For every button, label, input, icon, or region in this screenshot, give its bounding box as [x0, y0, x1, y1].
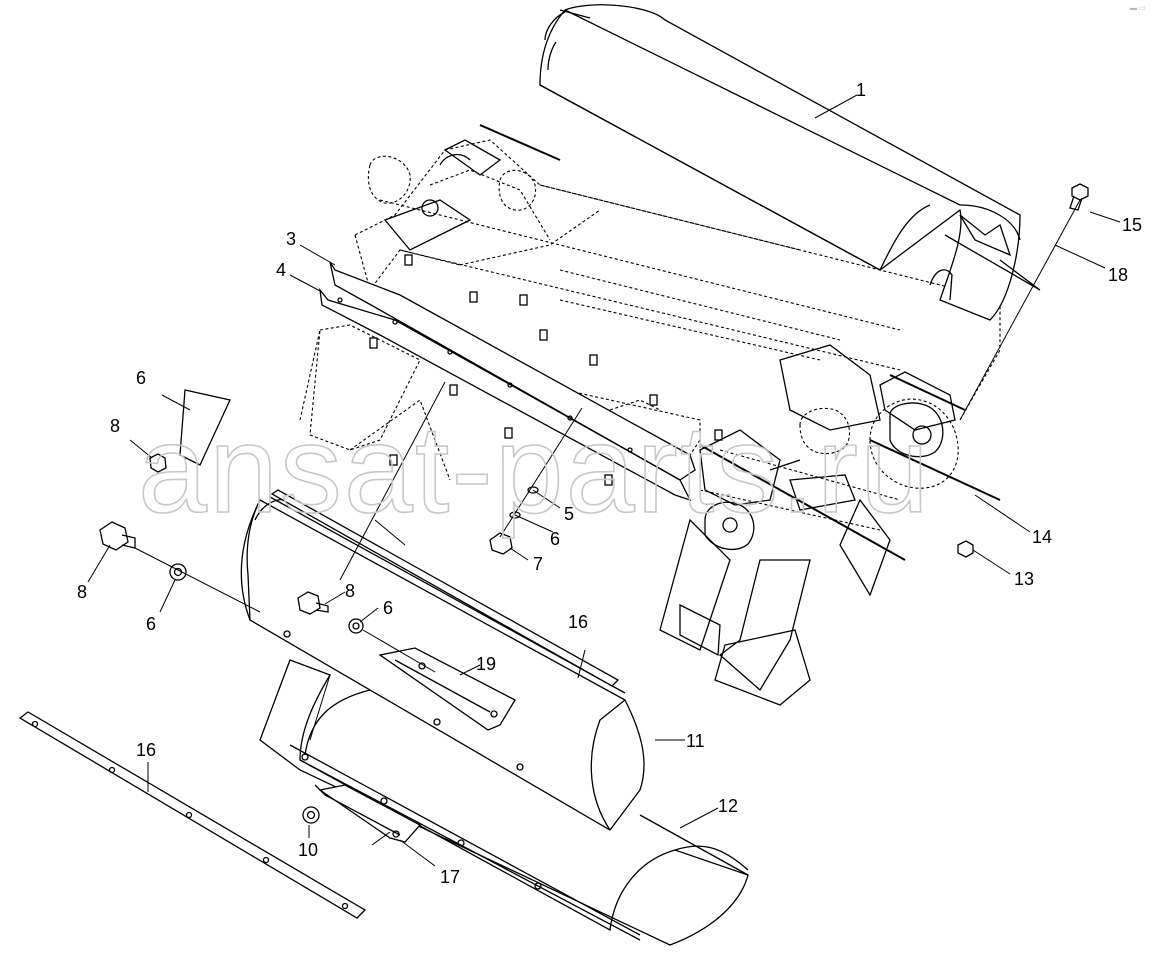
callout-14: 14	[1032, 527, 1052, 547]
nut-10	[302, 806, 320, 824]
bolt-15	[1069, 183, 1089, 211]
callout-15: 15	[1122, 215, 1142, 235]
frame-hole	[421, 199, 439, 217]
corner-mark: ▬ ▭	[1130, 5, 1146, 12]
nut-13	[957, 540, 974, 558]
main-frame-assembly	[299, 139, 1001, 531]
callout-8-upper: 8	[110, 416, 120, 436]
watermark-text: ansat-parts.ru	[138, 401, 931, 539]
part-3-strip	[329, 261, 696, 481]
callout-labels: 1 3 4 5 6 6 6 6 7 8 8 8 10 11 12 13 14 1…	[77, 80, 1142, 887]
callout-8-middle: 8	[345, 581, 355, 601]
part-1-top-cover	[539, 4, 1041, 321]
callout-10: 10	[298, 840, 318, 860]
callout-13: 13	[1014, 569, 1034, 589]
rod-top-left	[479, 124, 561, 161]
callout-6-upper: 6	[136, 368, 146, 388]
part-19-bracket	[378, 647, 516, 731]
part-16-strip-lower	[18, 711, 367, 919]
part-4-strip	[319, 287, 692, 502]
rod-lower	[699, 444, 906, 561]
fasteners	[99, 124, 1089, 824]
washer-6-upper	[179, 389, 231, 466]
callout-6-middle: 6	[383, 598, 393, 618]
callout-11: 11	[686, 731, 705, 751]
callout-19: 19	[476, 654, 496, 674]
callout-16-upper: 16	[568, 612, 588, 632]
callout-1: 1	[856, 80, 866, 100]
washer-6-middle	[348, 618, 364, 634]
rod-14	[869, 439, 1001, 501]
callout-5: 5	[564, 504, 574, 524]
bearing-hub	[912, 425, 932, 445]
callout-12: 12	[718, 796, 738, 816]
callout-18: 18	[1108, 265, 1128, 285]
rod-top-right	[889, 374, 966, 411]
nut-7	[489, 532, 513, 555]
bolt-8-left	[99, 521, 136, 551]
callout-3: 3	[286, 229, 296, 249]
callout-6-left: 6	[146, 614, 156, 634]
bolt-8-upper	[149, 453, 167, 473]
callout-4: 4	[276, 260, 286, 280]
pivot-hub	[722, 517, 738, 533]
washer-6-left	[169, 563, 187, 581]
part-12-chute	[259, 659, 749, 946]
callout-16-lower: 16	[136, 740, 156, 760]
callout-8-left: 8	[77, 582, 87, 602]
callout-7: 7	[533, 554, 543, 574]
pins	[369, 254, 723, 486]
frame-solid-parts	[383, 139, 956, 706]
part-17-bar	[314, 784, 422, 843]
bolt-8-middle	[297, 591, 329, 615]
callout-6-center: 6	[550, 529, 560, 549]
callout-17: 17	[440, 867, 460, 887]
part-16-strip-upper	[270, 489, 620, 687]
leader-lines	[87, 94, 1121, 867]
